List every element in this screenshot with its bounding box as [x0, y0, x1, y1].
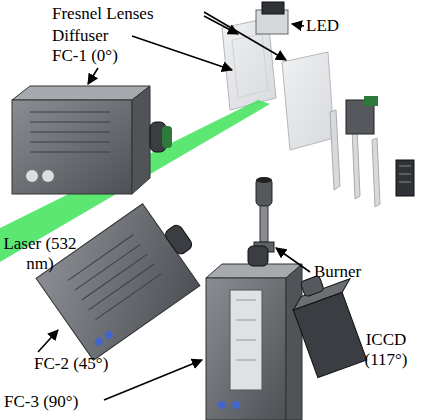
camera-iccd [285, 266, 378, 378]
part-label: Fresnel Lenses [52, 4, 154, 24]
burner-symbol [254, 177, 274, 252]
part-label: Burner [314, 262, 361, 282]
camera-fc3 [206, 246, 302, 420]
part-label: FC-2 (45°) [34, 354, 108, 374]
part-label: FC-1 (0°) [52, 46, 118, 66]
part-label: Diffuser [52, 26, 108, 46]
part-label: ICCD (117°) [356, 330, 416, 370]
part-label: Laser (532 nm) [0, 234, 80, 274]
part-label: LED [306, 16, 339, 36]
part-label: FC-3 (90°) [4, 392, 78, 412]
led-symbol [256, 2, 414, 196]
leader-lines [38, 12, 310, 400]
camera-fc1 [12, 86, 172, 194]
camera-fc2 [36, 193, 215, 360]
